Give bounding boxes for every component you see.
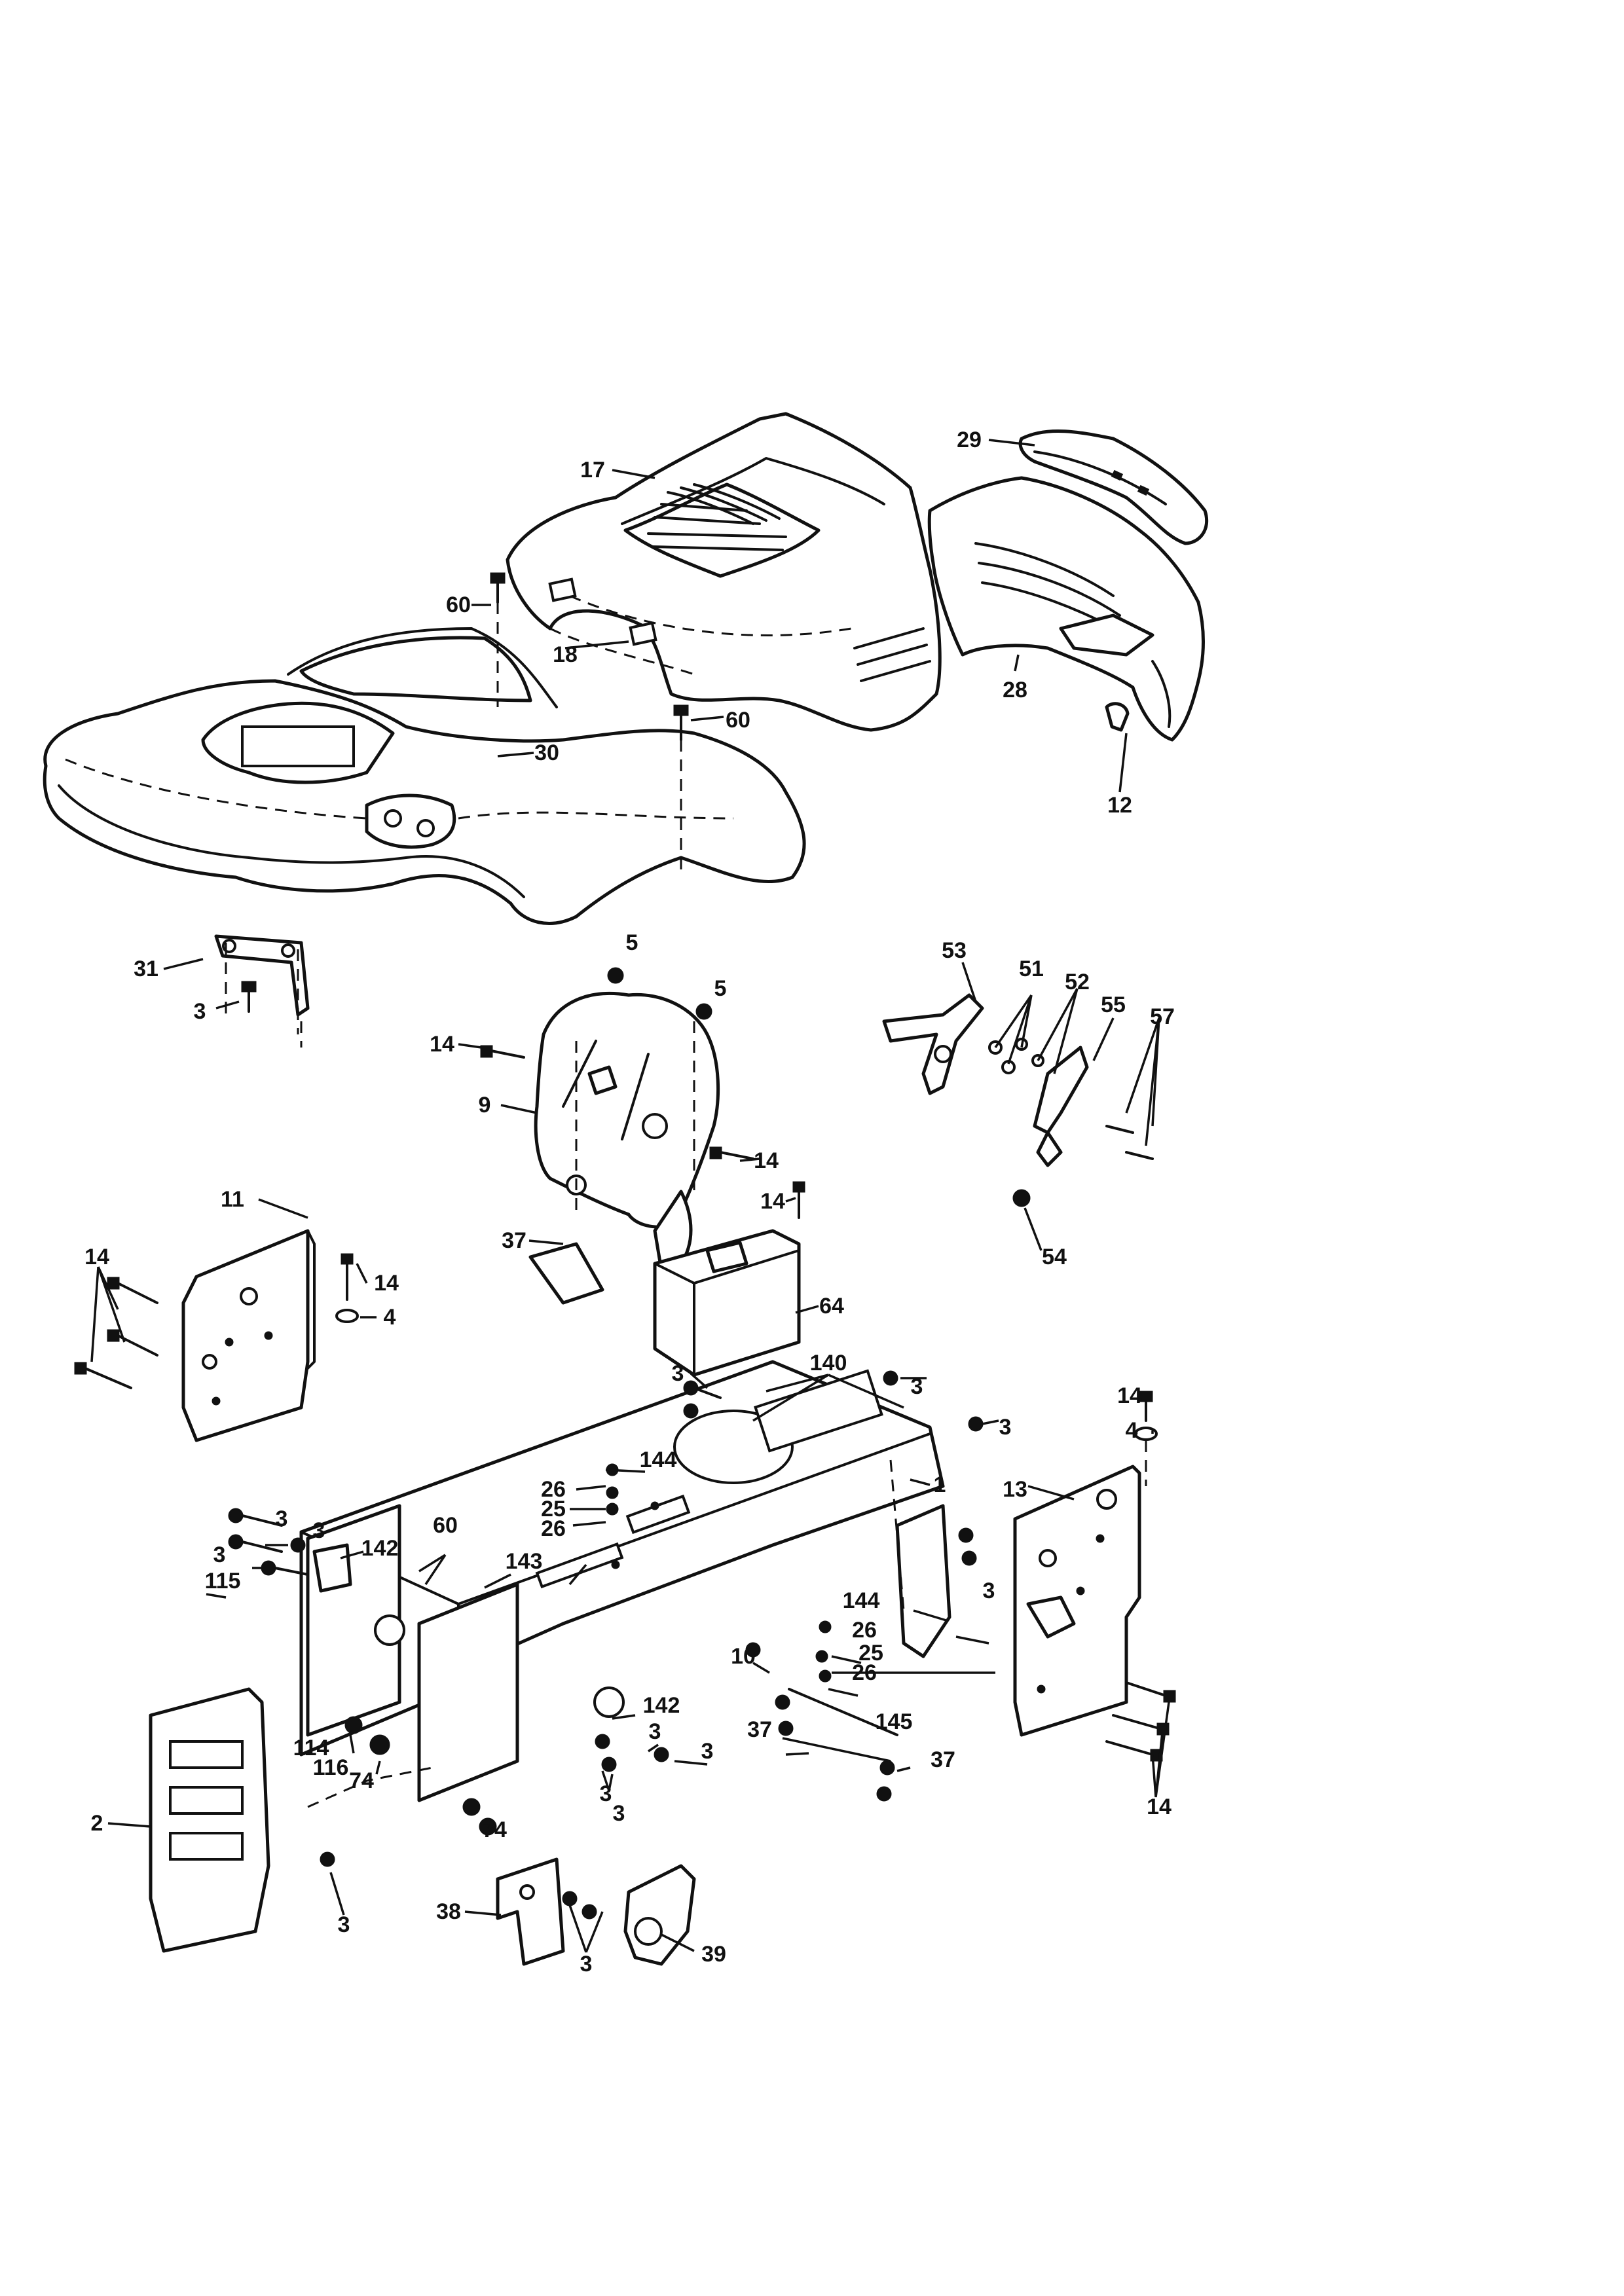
callout-60: 60 xyxy=(433,1513,458,1538)
callout-5: 5 xyxy=(714,976,727,1001)
callout-3: 3 xyxy=(275,1506,288,1531)
front-grille-plate xyxy=(149,1687,270,1953)
callout-30: 30 xyxy=(534,740,559,765)
callout-14: 14 xyxy=(430,1032,454,1057)
callout-26: 26 xyxy=(541,1477,566,1502)
callout-10: 10 xyxy=(731,1644,756,1669)
callout-9: 9 xyxy=(478,1093,491,1118)
callout-144: 144 xyxy=(842,1588,880,1613)
callout-54: 54 xyxy=(1042,1245,1067,1269)
frame-plates xyxy=(306,1504,951,1802)
callout-31: 31 xyxy=(134,957,158,981)
callout-3: 3 xyxy=(701,1739,714,1764)
callout-115: 115 xyxy=(204,1569,241,1594)
callout-3: 3 xyxy=(213,1542,226,1567)
callout-14: 14 xyxy=(1147,1795,1172,1819)
callout-25: 25 xyxy=(541,1497,566,1522)
callout-11: 11 xyxy=(221,1187,244,1212)
callout-3: 3 xyxy=(648,1719,661,1744)
callout-37: 37 xyxy=(931,1747,955,1772)
callout-3: 3 xyxy=(982,1578,995,1603)
callout-17: 17 xyxy=(580,458,605,483)
callout-74: 74 xyxy=(349,1768,374,1793)
callout-26: 26 xyxy=(852,1660,877,1685)
callout-51: 51 xyxy=(1019,957,1044,981)
side-plate-11 xyxy=(181,1229,316,1442)
callout-12: 12 xyxy=(1107,793,1132,818)
callout-145: 145 xyxy=(875,1709,913,1734)
side-plate-13 xyxy=(1013,1465,1141,1737)
callout-57: 57 xyxy=(1150,1004,1175,1029)
callout-142: 142 xyxy=(642,1693,680,1718)
callout-3: 3 xyxy=(193,999,206,1024)
nose-part xyxy=(927,476,1205,742)
callout-114: 114 xyxy=(293,1736,329,1760)
callout-60: 60 xyxy=(726,708,750,733)
bracket-31 xyxy=(214,934,310,1034)
callout-140: 140 xyxy=(809,1351,847,1376)
hardware-fasteners xyxy=(74,572,1176,1920)
front-bracket-64 xyxy=(653,1229,801,1377)
callout-38: 38 xyxy=(436,1899,461,1924)
callout-74: 74 xyxy=(482,1817,507,1842)
callout-14: 14 xyxy=(84,1245,109,1269)
callout-144: 144 xyxy=(639,1448,677,1472)
callout-18: 18 xyxy=(553,642,578,667)
callout-142: 142 xyxy=(361,1536,399,1561)
grille-part xyxy=(1018,429,1209,545)
callout-14: 14 xyxy=(1117,1383,1142,1408)
callout-14: 14 xyxy=(374,1271,399,1296)
assembly-lines xyxy=(300,602,1147,1808)
callout-14: 14 xyxy=(754,1148,779,1173)
callout-39: 39 xyxy=(701,1942,726,1967)
callout-37: 37 xyxy=(502,1228,526,1253)
callout-3: 3 xyxy=(999,1415,1012,1440)
callout-3: 3 xyxy=(599,1781,612,1806)
bracket-39 xyxy=(623,1864,696,1966)
callout-55: 55 xyxy=(1101,993,1126,1017)
callout-28: 28 xyxy=(1003,678,1027,702)
lift-lever-assembly xyxy=(882,993,1089,1167)
callout-52: 52 xyxy=(1065,970,1090,994)
callout-2: 2 xyxy=(90,1811,103,1836)
callout-60: 60 xyxy=(446,592,471,617)
callout-116: 116 xyxy=(312,1755,349,1780)
bracket-38 xyxy=(496,1857,565,1966)
dash-panel xyxy=(528,992,720,1305)
hood-part xyxy=(506,412,942,732)
callout-37: 37 xyxy=(747,1717,772,1742)
callout-3: 3 xyxy=(580,1952,593,1977)
callout-14: 14 xyxy=(760,1189,785,1214)
callout-3: 3 xyxy=(312,1518,325,1543)
callout-4: 4 xyxy=(383,1305,396,1330)
fender-part xyxy=(43,627,806,925)
callout-143: 143 xyxy=(505,1549,543,1574)
callout-3: 3 xyxy=(337,1912,350,1937)
callout-3: 3 xyxy=(671,1361,684,1386)
callout-25: 25 xyxy=(858,1641,883,1666)
callout-64: 64 xyxy=(819,1294,844,1319)
callout-5: 5 xyxy=(625,930,638,955)
callout-29: 29 xyxy=(957,428,982,452)
callout-3: 3 xyxy=(612,1801,625,1826)
callout-13: 13 xyxy=(1003,1477,1027,1502)
callout-4: 4 xyxy=(1125,1418,1138,1443)
leader-lines xyxy=(90,439,1170,1953)
callout-3: 3 xyxy=(910,1374,923,1399)
callout-1: 1 xyxy=(933,1472,946,1497)
callout-26: 26 xyxy=(541,1516,566,1541)
callout-26: 26 xyxy=(852,1618,877,1643)
callout-53: 53 xyxy=(942,938,967,963)
